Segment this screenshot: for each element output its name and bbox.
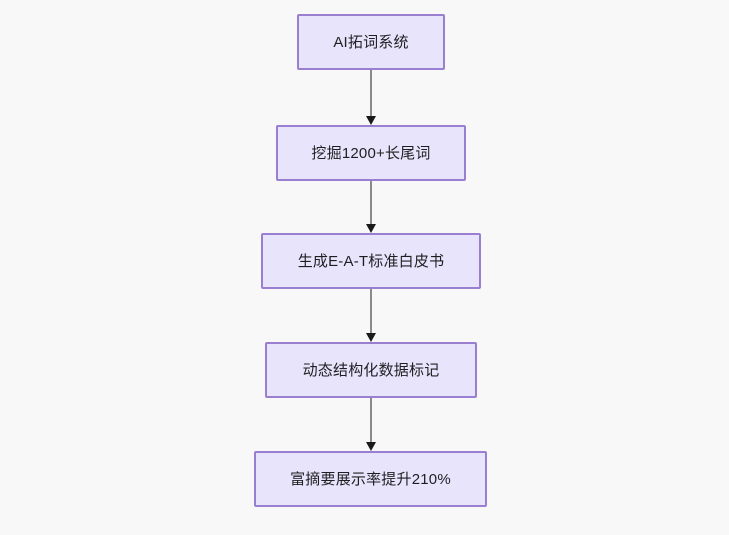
- flow-node-generate-eat-whitepaper[interactable]: 生成E-A-T标准白皮书: [261, 233, 481, 289]
- flow-node-label: 富摘要展示率提升210%: [290, 470, 451, 488]
- connector-line: [370, 289, 372, 334]
- flow-connector-4: [364, 398, 378, 451]
- connector-line: [370, 398, 372, 443]
- arrowhead-icon: [366, 116, 376, 125]
- arrowhead-icon: [366, 224, 376, 233]
- flow-connector-1: [364, 70, 378, 125]
- flow-node-label: 挖掘1200+长尾词: [311, 144, 431, 162]
- flow-node-mine-longtail-keywords[interactable]: 挖掘1200+长尾词: [276, 125, 466, 181]
- connector-line: [370, 181, 372, 225]
- flow-connector-2: [364, 181, 378, 233]
- flow-node-label: 生成E-A-T标准白皮书: [297, 252, 445, 270]
- flow-node-dynamic-structured-data-markup[interactable]: 动态结构化数据标记: [265, 342, 477, 398]
- flow-node-label: AI拓词系统: [333, 33, 409, 51]
- arrowhead-icon: [366, 333, 376, 342]
- arrowhead-icon: [366, 442, 376, 451]
- flow-node-label: 动态结构化数据标记: [302, 361, 440, 379]
- flow-node-ai-keyword-system[interactable]: AI拓词系统: [297, 14, 445, 70]
- flow-node-rich-snippet-impression-rate[interactable]: 富摘要展示率提升210%: [254, 451, 487, 507]
- connector-line: [370, 70, 372, 117]
- flow-connector-3: [364, 289, 378, 342]
